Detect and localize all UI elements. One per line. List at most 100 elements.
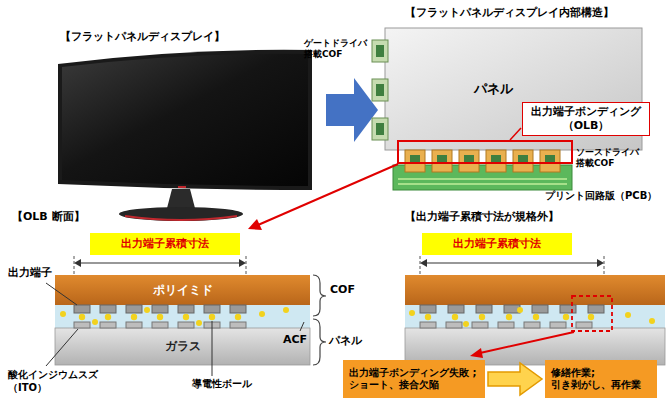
monitor-base-accent <box>125 216 237 220</box>
conductive-ball <box>209 314 215 320</box>
callout-box: 出力端子ボンディング （OLB） <box>522 102 650 136</box>
dimension-text: 出力端子累積寸法 <box>426 237 568 251</box>
conductive-ball <box>183 314 189 320</box>
leader-line <box>510 128 521 140</box>
repair-box: 修繕作業; 引き剥がし、再作業 <box>545 360 657 398</box>
conductive-ball <box>649 318 655 324</box>
conductive-ball <box>506 314 512 320</box>
ito-pad <box>550 322 566 328</box>
source-cof <box>459 150 479 172</box>
conductive-ball <box>131 314 137 320</box>
defect-highlight <box>572 296 612 331</box>
ito-pad <box>178 322 194 328</box>
gate-cof <box>372 40 388 62</box>
ito-pad <box>100 322 116 328</box>
callout-text: 出力端子ボンディング （OLB） <box>528 105 644 133</box>
dimension-text: 出力端子累積寸法 <box>94 237 236 251</box>
ito-pad <box>498 322 514 328</box>
source-cof <box>432 150 452 172</box>
source-cof <box>405 150 425 172</box>
part-label: ソースドライバ 搭載COF <box>576 147 644 170</box>
conductive-ball <box>588 314 594 320</box>
output-terminal <box>152 305 168 313</box>
failure-text: 出力端子ボンディング失敗 ;ショート、接合欠陥 <box>349 367 479 392</box>
conductive-ball <box>144 307 150 313</box>
driver-chip <box>518 155 528 163</box>
conductive-ball <box>625 312 631 318</box>
conductive-ball <box>196 320 202 326</box>
arrow-head <box>597 259 604 267</box>
arrow-head <box>248 219 262 230</box>
driver-chip <box>376 123 384 135</box>
driver-chip <box>376 45 384 57</box>
conductive-ball <box>92 319 98 325</box>
conductive-ball <box>425 314 431 320</box>
failure-box: 出力端子ボンディング失敗 ;ショート、接合欠陥 <box>343 360 485 398</box>
gate-cof <box>372 79 388 101</box>
figure-heading: 【出力端子累積寸法が規格外】 <box>405 210 559 224</box>
conductive-ball <box>452 314 458 320</box>
driver-chip <box>545 155 555 163</box>
ito-pad <box>524 322 540 328</box>
conductive-ball <box>533 314 539 320</box>
pcb-trace <box>398 183 567 185</box>
pcb-trace <box>398 178 567 180</box>
pointer-arrow <box>480 332 574 353</box>
driver-chip <box>376 84 384 96</box>
leader-line <box>212 321 213 376</box>
output-terminal <box>532 305 548 313</box>
acf-layer <box>55 305 310 328</box>
output-terminal <box>230 305 246 313</box>
ito-pad <box>74 322 90 328</box>
part-label: COF <box>330 283 355 297</box>
arrow-head <box>470 348 483 358</box>
flow-arrow <box>326 78 378 142</box>
gate-cof <box>372 118 388 140</box>
repair-text: 修繕作業; 引き剥がし、再作業 <box>551 367 651 392</box>
ito-pad <box>126 322 142 328</box>
monitor-bezel <box>58 50 312 190</box>
polyimide-layer <box>55 275 310 305</box>
output-terminal <box>560 305 576 313</box>
layer-name: ポリイミド <box>55 283 310 298</box>
leader-line <box>46 283 77 305</box>
conductive-ball <box>463 321 469 327</box>
output-terminal <box>178 305 194 313</box>
arrow-head <box>420 259 427 267</box>
driver-chip <box>464 155 474 163</box>
output-terminal <box>74 305 90 313</box>
ito-pad <box>230 322 246 328</box>
output-terminal <box>448 305 464 313</box>
part-label: 酸化インジウムスズ （ITO） <box>8 369 112 394</box>
conductive-ball <box>259 311 265 317</box>
pointer-arrow <box>258 164 398 225</box>
part-label: 出力端子 <box>8 266 52 280</box>
ito-pad <box>446 322 462 328</box>
part-label: パネル <box>329 334 362 348</box>
polyimide-band: ポリイミド <box>55 275 310 305</box>
ito-pad <box>152 322 168 328</box>
conductive-ball <box>79 314 85 320</box>
conductive-ball <box>283 307 289 313</box>
monitor-logo <box>178 186 186 188</box>
block-arrow <box>488 363 542 395</box>
driver-chip <box>410 155 420 163</box>
part-label: 導電性ボール <box>192 378 252 391</box>
bracket <box>313 319 326 365</box>
ito-pad <box>576 322 592 328</box>
monitor-screen <box>62 54 308 186</box>
glass-layer <box>55 328 310 365</box>
conductive-ball <box>105 314 111 320</box>
output-terminal <box>588 305 604 313</box>
source-cof <box>513 150 533 172</box>
dimension-box: 出力端子累積寸法 <box>90 233 240 255</box>
conductive-ball <box>517 307 523 313</box>
conductive-ball <box>563 314 569 320</box>
dimension-line <box>80 262 240 263</box>
source-cof <box>540 150 560 172</box>
leader-line <box>300 322 304 331</box>
figure-heading: 【フラットパネルディスプレイ】 <box>60 30 225 44</box>
driver-chip <box>437 155 447 163</box>
glass-band: ガラス <box>55 328 310 365</box>
